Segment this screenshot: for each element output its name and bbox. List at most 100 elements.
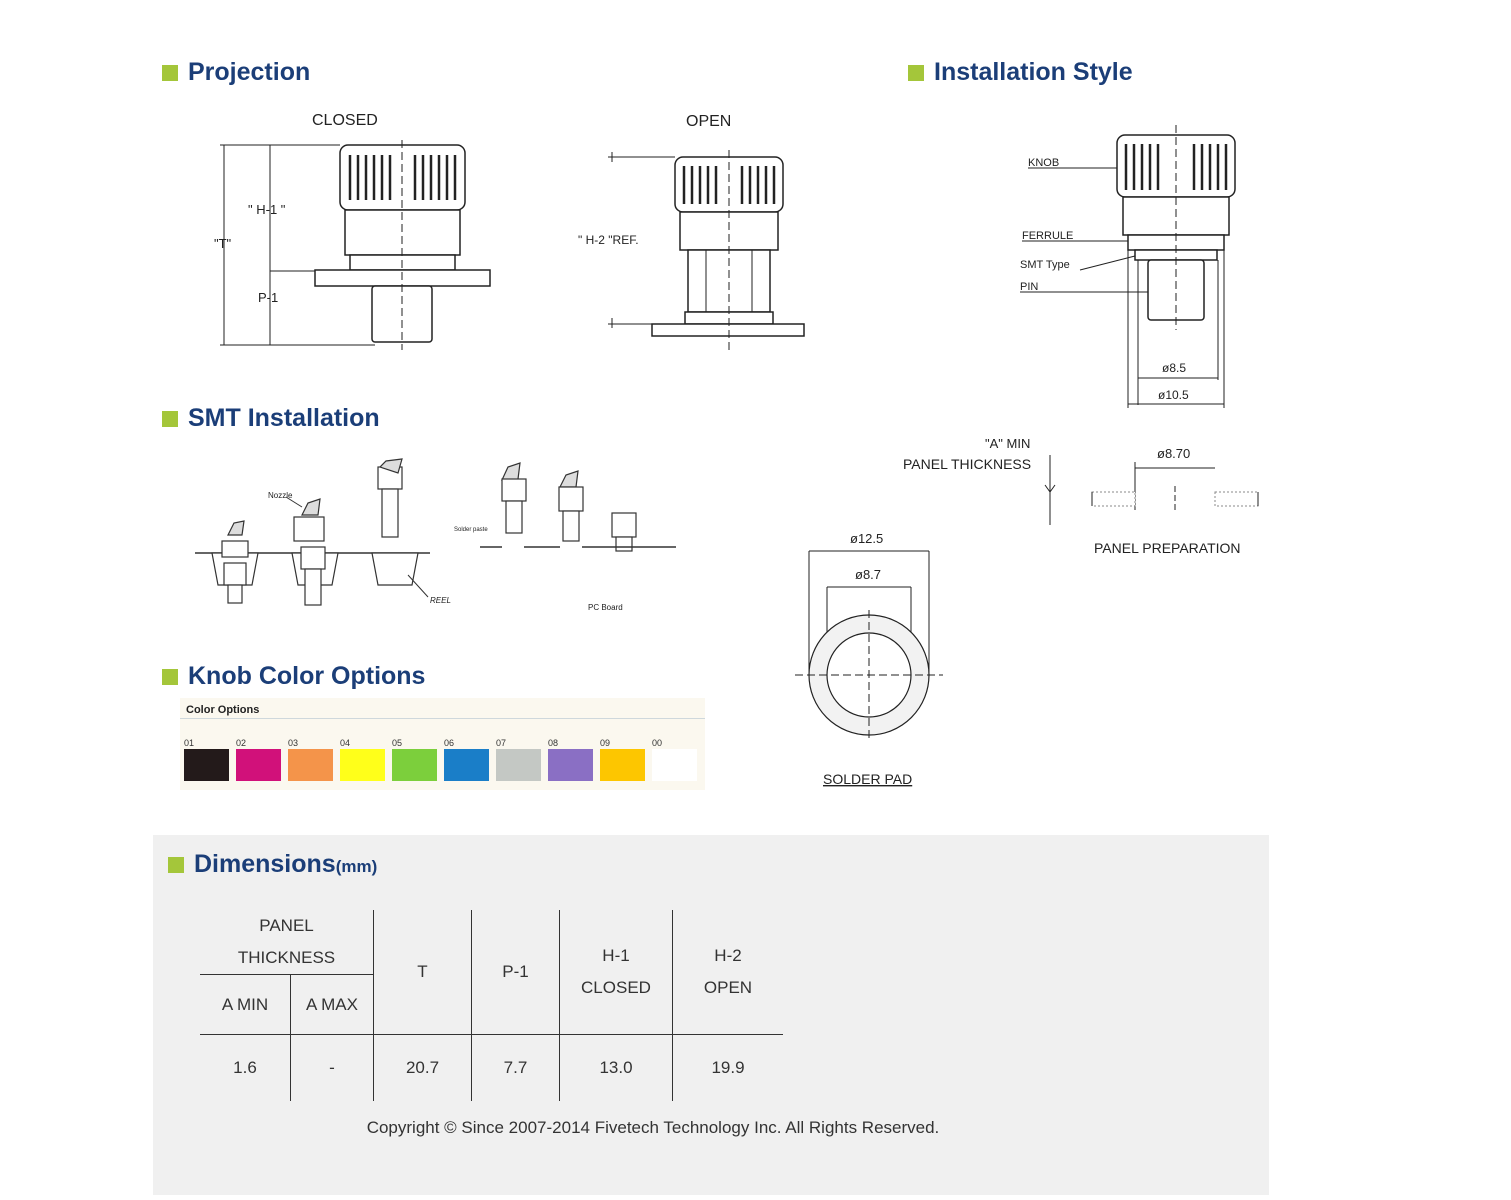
header-a-max: A MAX — [290, 974, 374, 1035]
installation-style-title-text: Installation Style — [934, 58, 1133, 86]
color-box — [496, 749, 541, 781]
panel-preparation-label: PANEL PREPARATION — [1094, 540, 1241, 556]
open-label: OPEN — [686, 113, 731, 130]
cell-a-max: - — [290, 1034, 374, 1101]
color-code: 05 — [392, 738, 403, 748]
color-swatch: 06 — [444, 738, 489, 781]
color-swatch: 02 — [236, 738, 281, 781]
color-box — [340, 749, 385, 781]
title-bullet — [168, 856, 184, 873]
header-t: T — [373, 910, 472, 1035]
color-options-panel: Color Options 01 02 03 04 05 06 07 08 09 00 — [180, 698, 705, 790]
header-h1-closed: CLOSED — [581, 978, 651, 997]
color-code: 07 — [496, 738, 507, 748]
color-box — [184, 749, 229, 781]
closed-projection-drawing: CLOSED " H-1 " "T" P-1 — [214, 112, 491, 350]
title-bullet — [908, 64, 924, 81]
projection-title-text: Projection — [188, 58, 311, 86]
title-bullet — [162, 64, 178, 81]
projection-title: Projection — [162, 58, 310, 87]
a-min-label: "A" MIN — [985, 436, 1030, 451]
smt-installation-title: SMT Installation — [162, 404, 380, 433]
title-bullet — [162, 410, 178, 427]
knob-ridges — [348, 155, 457, 200]
pc-board-label: PC Board — [588, 603, 623, 612]
color-code: 01 — [184, 738, 195, 748]
color-box — [288, 749, 333, 781]
color-code: 02 — [236, 738, 247, 748]
color-code: 06 — [444, 738, 455, 748]
nozzle-label: Nozzle — [268, 491, 293, 500]
open-projection-drawing: OPEN " H-2 "REF. — [578, 113, 805, 352]
color-swatch-list: 01 02 03 04 05 06 07 08 09 00 — [184, 738, 697, 781]
closed-label: CLOSED — [312, 112, 378, 129]
color-box — [548, 749, 593, 781]
color-swatch: 04 — [340, 738, 385, 781]
smt-type-label: SMT Type — [1020, 259, 1070, 271]
title-bullet — [162, 668, 178, 685]
header-p1: P-1 — [471, 910, 560, 1035]
header-a-min: A MIN — [200, 974, 291, 1035]
color-code: 09 — [600, 738, 611, 748]
cell-t: 20.7 — [373, 1034, 472, 1101]
smt-installation-drawing: Nozzle REEL Solder paste PC Board — [195, 458, 676, 612]
installation-style-title: Installation Style — [908, 58, 1133, 87]
color-code: 00 — [652, 738, 663, 748]
dimensions-table: PANEL THICKNESS T P-1 H-1 CLOSED H-2 OPE… — [200, 910, 783, 1101]
color-swatch: 05 — [392, 738, 437, 781]
header-h1-text: H-1 — [602, 946, 630, 965]
color-box — [392, 749, 437, 781]
solder-pad-label: SOLDER PAD — [823, 771, 912, 787]
color-code: 04 — [340, 738, 351, 748]
color-box — [444, 749, 489, 781]
knob-label: KNOB — [1028, 157, 1059, 169]
header-panel-text: PANEL — [259, 916, 314, 935]
cell-h2: 19.9 — [672, 1034, 783, 1101]
header-thickness-text: THICKNESS — [237, 948, 336, 967]
color-code: 08 — [548, 738, 559, 748]
color-swatch: 07 — [496, 738, 541, 781]
reel-label: REEL — [430, 596, 451, 605]
color-box — [600, 749, 645, 781]
dimensions-unit: (mm) — [335, 857, 378, 876]
knob-color-title-text: Knob Color Options — [188, 662, 426, 690]
panel-preparation-drawing: "A" MIN PANEL THICKNESS ø8.70 PANEL PREP… — [903, 436, 1259, 556]
d87-label: ø8.7 — [855, 567, 881, 582]
color-swatch: 00 — [652, 738, 697, 781]
header-panel-thickness: PANEL THICKNESS — [200, 910, 374, 975]
color-swatch: 03 — [288, 738, 333, 781]
color-options-header: Color Options — [180, 698, 705, 719]
table-row: 1.6 - 20.7 7.7 13.0 19.9 — [200, 1034, 783, 1101]
color-swatch: 08 — [548, 738, 593, 781]
t-dim-label: "T" — [214, 236, 232, 251]
color-swatch: 01 — [184, 738, 229, 781]
dimensions-title-main: Dimensions — [194, 850, 336, 878]
knob-color-title: Knob Color Options — [162, 662, 425, 691]
copyright-text: Copyright © Since 2007-2014 Fivetech Tec… — [366, 1118, 940, 1137]
pin-label: PIN — [1020, 281, 1038, 293]
d85-label: ø8.5 — [1162, 361, 1186, 375]
solder-paste-label: Solder paste — [454, 527, 488, 533]
header-h2: H-2 OPEN — [673, 910, 784, 1035]
color-swatch: 09 — [600, 738, 645, 781]
dimensions-title: Dimensions(mm) — [168, 850, 377, 879]
d105-label: ø10.5 — [1158, 388, 1189, 402]
cell-a-min: 1.6 — [200, 1034, 291, 1101]
color-code: 03 — [288, 738, 299, 748]
h1-dim-label: " H-1 " — [248, 202, 286, 217]
cell-h1: 13.0 — [559, 1034, 673, 1101]
header-h1: H-1 CLOSED — [559, 910, 673, 1035]
ferrule-label: FERRULE — [1022, 230, 1073, 242]
header-h2-text: H-2 — [714, 946, 742, 965]
dimensions-title-text: Dimensions(mm) — [194, 850, 377, 879]
color-box — [652, 749, 697, 781]
h2-dim-label: " H-2 "REF. — [578, 233, 639, 247]
panel-thickness-label: PANEL THICKNESS — [903, 456, 1031, 472]
header-h2-open: OPEN — [703, 978, 753, 997]
d125-label: ø12.5 — [850, 531, 883, 546]
installation-style-drawing: KNOB FERRULE SMT Type PIN ø8.5 ø10.5 — [1020, 125, 1236, 408]
color-box — [236, 749, 281, 781]
p1-dim-label: P-1 — [258, 290, 278, 305]
cell-p1: 7.7 — [471, 1034, 560, 1101]
solder-pad-drawing: ø12.5 ø8.7 SOLDER PAD — [795, 531, 943, 787]
